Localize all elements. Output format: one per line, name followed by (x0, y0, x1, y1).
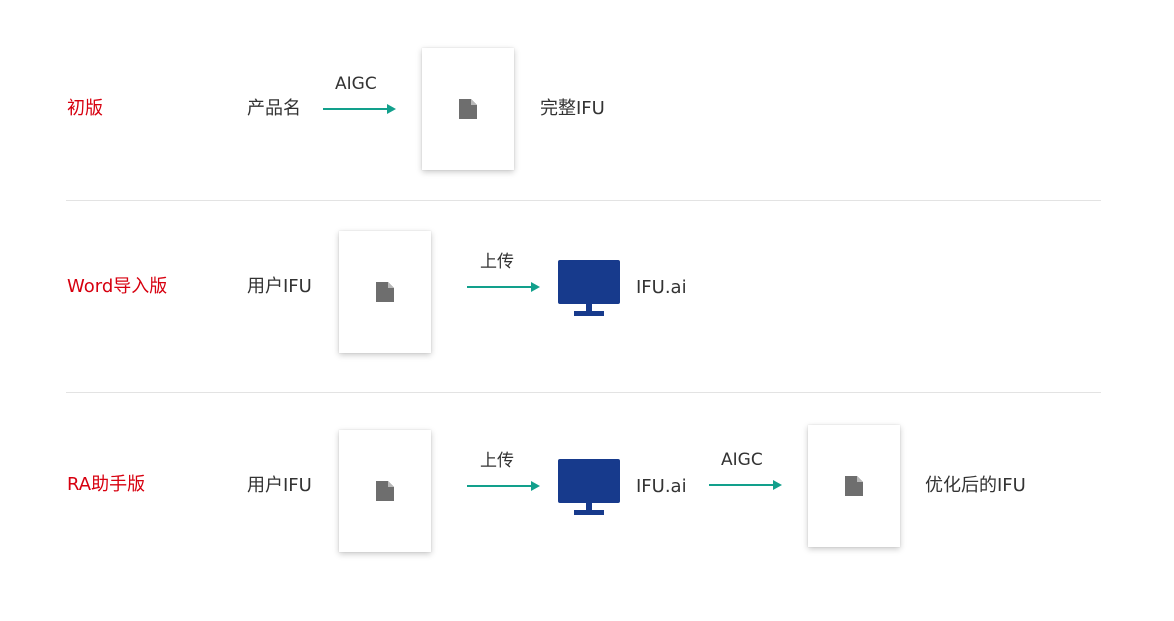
row-divider (66, 392, 1101, 393)
arrow-right-icon (709, 479, 783, 491)
upload-arrow-label: 上传 (480, 252, 514, 272)
document-icon (376, 282, 394, 302)
row-divider (66, 200, 1101, 201)
arrow-right-icon (323, 103, 397, 115)
document-icon (376, 481, 394, 501)
document-card (422, 48, 514, 170)
aigc-arrow-label: AIGC (335, 74, 377, 94)
optimized-ifu-label: 优化后的IFU (925, 475, 1026, 496)
aigc-arrow-label: AIGC (721, 450, 763, 470)
ifu-ai-label: IFU.ai (636, 476, 687, 497)
document-icon (845, 476, 863, 496)
row-label-word-import: Word导入版 (67, 276, 168, 297)
ifu-ai-label: IFU.ai (636, 277, 687, 298)
document-card (339, 430, 431, 552)
complete-ifu-label: 完整IFU (540, 98, 605, 119)
arrow-right-icon (467, 480, 541, 492)
monitor-icon (558, 260, 620, 318)
row-label-ra-assistant: RA助手版 (67, 474, 146, 495)
document-card (339, 231, 431, 353)
user-ifu-label: 用户IFU (247, 276, 312, 297)
monitor-icon (558, 459, 620, 517)
arrow-right-icon (467, 281, 541, 293)
document-card (808, 425, 900, 547)
document-icon (459, 99, 477, 119)
product-name-label: 产品名 (247, 98, 301, 119)
row-label-initial: 初版 (67, 98, 103, 119)
user-ifu-label: 用户IFU (247, 475, 312, 496)
upload-arrow-label: 上传 (480, 451, 514, 471)
